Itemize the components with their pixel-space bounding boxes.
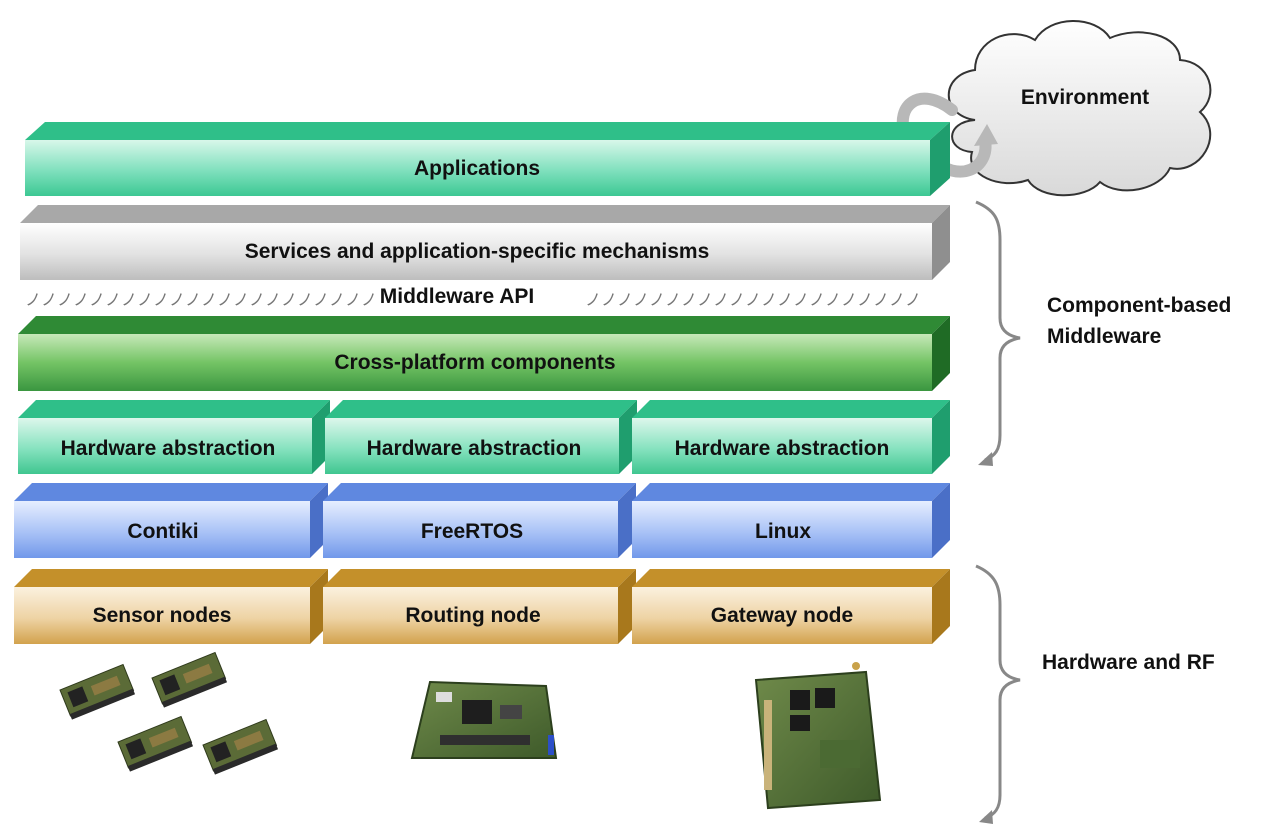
hw-abstraction-label: Hardware abstraction [61, 437, 276, 460]
node-block-routing: Routing node [323, 569, 636, 644]
hw-abstraction-label: Hardware abstraction [367, 437, 582, 460]
middleware-api-band: ノノノノノノノノノノノノノノノノノノノノノノ ノノノノノノノノノノノノノノノノノ… [25, 285, 921, 309]
cloud-shape [947, 20, 1212, 197]
middleware-side-label: Component-based Middleware [1047, 294, 1231, 348]
layer-hardware-abstraction: Hardware abstraction Hardware abstractio… [18, 400, 950, 474]
node-block-gateway: Gateway node [632, 569, 950, 644]
node-block-sensor: Sensor nodes [14, 569, 328, 644]
os-label-freertos: FreeRTOS [421, 520, 523, 543]
sensor-node-boards-image [59, 651, 279, 775]
middleware-api-label: Middleware API [380, 285, 534, 308]
api-dash-left: ノノノノノノノノノノノノノノノノノノノノノノ [25, 290, 377, 309]
layer-services: Services and application-specific mechan… [20, 205, 950, 280]
hw-abstraction-block-1: Hardware abstraction [18, 400, 330, 474]
environment-label: Environment [1021, 86, 1149, 109]
os-label-linux: Linux [755, 520, 811, 543]
os-block-freertos: FreeRTOS [323, 483, 636, 558]
node-label-sensor: Sensor nodes [93, 604, 232, 627]
layer-applications: Applications [25, 122, 950, 196]
layer-operating-systems: Contiki FreeRTOS Linux [14, 483, 950, 558]
node-label-routing: Routing node [405, 604, 540, 627]
services-label: Services and application-specific mechan… [245, 240, 710, 263]
os-block-linux: Linux [632, 483, 950, 558]
gateway-node-board-image [754, 662, 882, 810]
middleware-label-line-2: Middleware [1047, 325, 1161, 348]
api-dash-right: ノノノノノノノノノノノノノノノノノノノノノ [585, 290, 921, 309]
layer-cross-platform: Cross-platform components [18, 316, 950, 391]
cross-platform-label: Cross-platform components [334, 351, 615, 374]
layer-nodes: Sensor nodes Routing node Gateway node [14, 569, 950, 644]
os-block-contiki: Contiki [14, 483, 328, 558]
applications-label: Applications [414, 157, 540, 180]
hardware-side-label: Hardware and RF [1042, 651, 1215, 674]
hardware-brace [975, 564, 1021, 824]
middleware-label-line-1: Component-based [1047, 294, 1231, 317]
hw-abstraction-block-2: Hardware abstraction [325, 400, 637, 474]
routing-node-board-image [410, 680, 558, 759]
hw-abstraction-block-3: Hardware abstraction [632, 400, 950, 474]
environment-cloud: Environment [947, 20, 1212, 197]
node-label-gateway: Gateway node [711, 604, 853, 627]
os-label-contiki: Contiki [127, 520, 198, 543]
middleware-brace [975, 200, 1021, 466]
hw-abstraction-label: Hardware abstraction [675, 437, 890, 460]
